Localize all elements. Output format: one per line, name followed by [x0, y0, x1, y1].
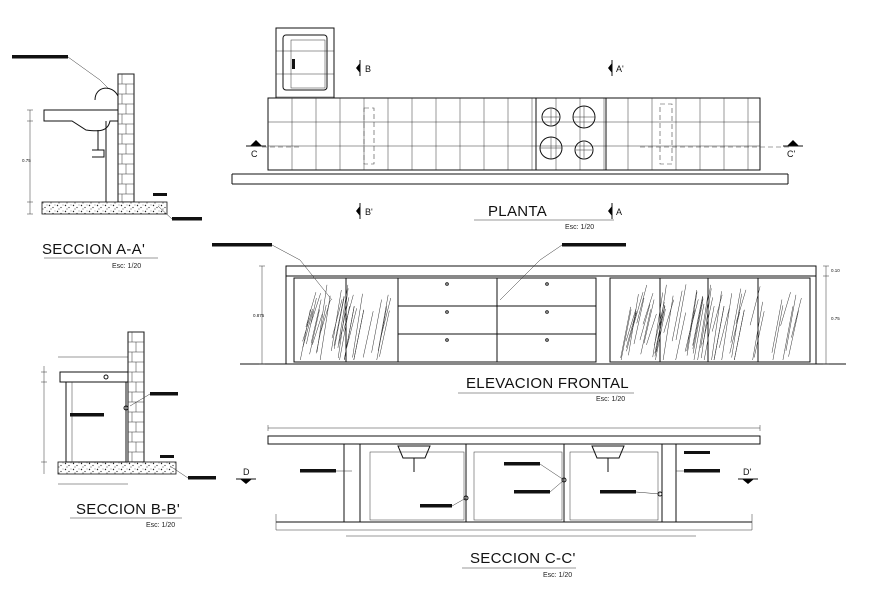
tall-appliance	[275, 27, 335, 99]
plan-scale: Esc: 1/20	[565, 224, 594, 231]
section-marker-c: C	[246, 140, 266, 159]
ground-slab	[57, 461, 177, 475]
svg-text:B': B'	[365, 207, 373, 217]
elevation-callouts	[212, 243, 626, 301]
elevation-scale: Esc: 1/20	[596, 396, 625, 403]
svg-text:0.875: 0.875	[253, 313, 265, 318]
section-marker-b: B	[356, 60, 371, 76]
svg-text:C': C'	[787, 149, 795, 159]
section-cc-title: SECCION C-C'	[470, 550, 576, 567]
sink-profile	[43, 87, 119, 202]
section-cc-base	[275, 514, 753, 537]
cabinet-section	[59, 371, 129, 463]
elevation-title: ELEVACION FRONTAL	[466, 375, 629, 392]
height-dimension: 0.75	[22, 109, 33, 215]
glass-hatch	[300, 284, 392, 361]
plan-title: PLANTA	[488, 203, 547, 220]
svg-text:D': D'	[743, 467, 751, 477]
cooktop	[535, 97, 607, 171]
section-marker-a: A	[608, 203, 622, 219]
svg-text:B: B	[365, 64, 371, 74]
section-marker-c-prime: C'	[783, 140, 803, 159]
section-marker-b-prime: B'	[356, 203, 373, 219]
counter-slab	[267, 425, 761, 445]
brick-wall	[117, 73, 135, 203]
section-cc-scale: Esc: 1/20	[543, 572, 572, 579]
svg-text:A': A'	[616, 64, 624, 74]
section-aa-scale: Esc: 1/20	[112, 263, 141, 270]
elevation-right-dimensions: 0.10 0.75	[823, 265, 840, 365]
elevation-height-dimension: 0.875	[253, 265, 265, 365]
glass-hatch	[620, 284, 802, 361]
plan-base	[231, 173, 789, 185]
section-cc-callouts	[300, 451, 720, 508]
section-bb-callouts	[70, 392, 216, 480]
svg-text:D: D	[243, 467, 250, 477]
glass-door-right	[609, 277, 811, 363]
section-bb-view: SECCION B-B' Esc: 1/20	[41, 331, 216, 529]
section-marker-d: D	[236, 467, 256, 484]
sink-outline	[363, 107, 375, 165]
plan-view: B B' A' A C C' PLANTA Esc: 1/20	[231, 27, 803, 231]
section-bb-scale: Esc: 1/20	[146, 522, 175, 529]
svg-text:A: A	[616, 207, 622, 217]
section-cc-view: D D' SECCION C-C' Esc: 1/20	[236, 425, 761, 579]
svg-text:C: C	[251, 149, 258, 159]
section-aa-view: 0.75 SECCION A-A' Esc: 1/20	[12, 55, 202, 270]
svg-text:0.75: 0.75	[831, 316, 840, 321]
height-dimension-label: 0.75	[22, 158, 31, 163]
section-marker-a-prime: A'	[608, 60, 624, 76]
cabinet-modules	[343, 443, 677, 523]
sink-outline	[659, 103, 673, 165]
tile-grid	[268, 50, 760, 170]
section-bb-title: SECCION B-B'	[76, 501, 180, 518]
section-aa-title: SECCION A-A'	[42, 241, 145, 258]
ground-slab	[41, 201, 168, 215]
front-elevation-view: 0.875 0.10 0.75 ELEVACION FRONTAL Esc: 1…	[212, 243, 846, 403]
drawer-stack	[397, 277, 597, 363]
counter-top	[267, 97, 761, 171]
section-aa-callouts	[12, 55, 202, 221]
section-marker-d-prime: D'	[738, 467, 758, 484]
section-bb-dimensions	[41, 356, 128, 485]
svg-text:0.10: 0.10	[831, 268, 840, 273]
